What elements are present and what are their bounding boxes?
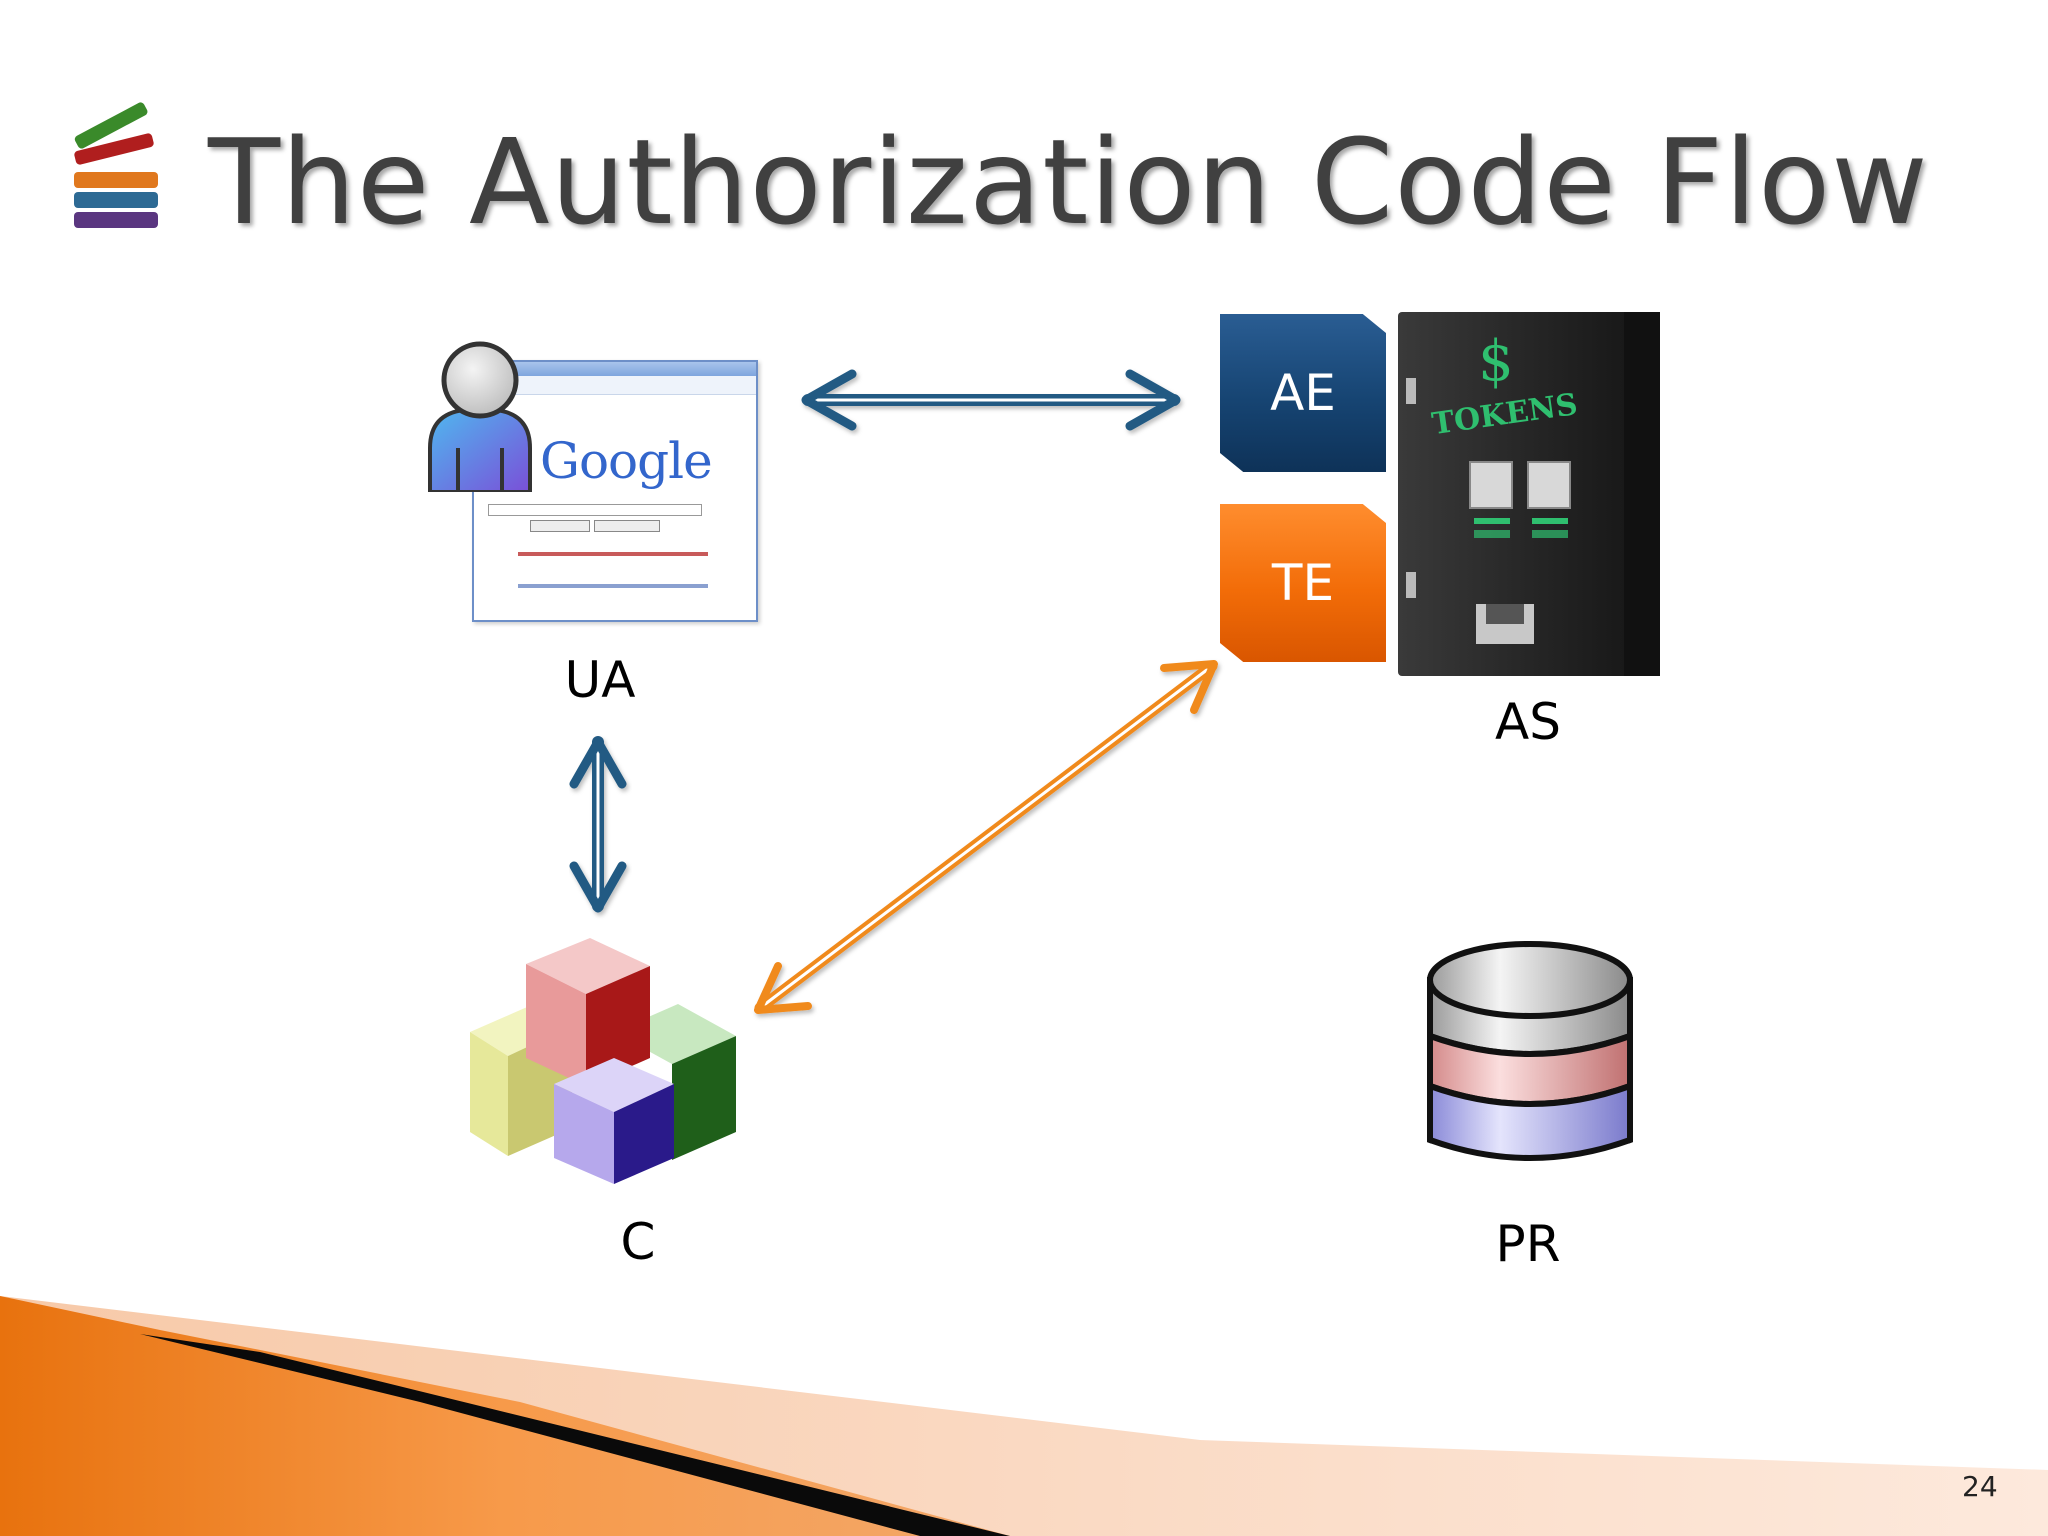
books-logo-icon: [74, 102, 158, 228]
ua-c-arrow: [569, 736, 627, 913]
user-person-icon: [428, 341, 532, 492]
ua-ae-arrow: [801, 369, 1181, 431]
authorization-endpoint: AE: [1220, 314, 1386, 472]
page-number: 24: [1962, 1470, 1998, 1503]
ae-label: AE: [1270, 364, 1336, 422]
c-te-arrow: [754, 660, 1218, 1014]
ua-label: UA: [564, 651, 636, 709]
dollar-sign-text: $: [1478, 329, 1514, 394]
c-label: C: [620, 1213, 656, 1271]
browser-window: Google: [472, 360, 758, 622]
database-icon: [1427, 941, 1633, 1161]
te-label: TE: [1271, 554, 1335, 612]
as-label: AS: [1495, 693, 1561, 751]
pr-label: PR: [1495, 1215, 1561, 1273]
client-cubes-icon: [470, 938, 736, 1184]
browser-logo: Google: [540, 432, 713, 490]
slide-title: The Authorization Code Flow: [208, 113, 1929, 251]
token-endpoint: TE: [1220, 504, 1386, 662]
token-machine-icon: $ TOKENS: [1398, 312, 1660, 676]
